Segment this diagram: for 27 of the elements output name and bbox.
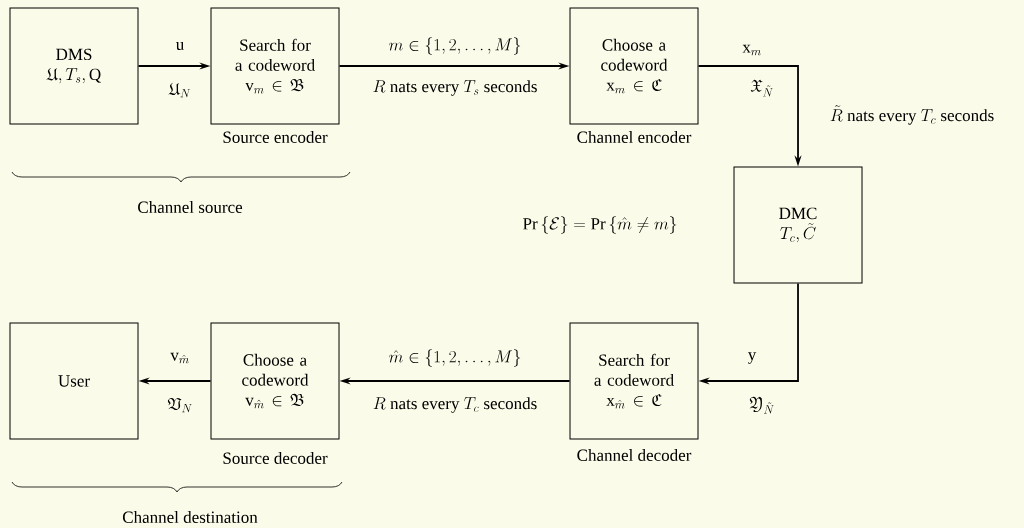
brace-label: Channel destination bbox=[122, 511, 258, 523]
edge-label: $\mathrm{y}$ bbox=[747, 352, 757, 364]
block-box: DMS $\mathfrak{U}, T_s, \mathrm{Q}$ bbox=[9, 7, 139, 125]
edge-label: $m \in \{1, 2, \ldots, M\}$ bbox=[389, 37, 521, 55]
brace-label: Channel source bbox=[138, 201, 243, 213]
math-label: $R\ \text{nats every}\ T_c\ \text{seconds}$ bbox=[373, 397, 537, 413]
block-box: Search for a codeword $\mathrm{x}_{\hat{m}} \in \mathfrak{C}$ bbox=[569, 322, 699, 440]
block-box: Search for a codeword $\mathrm{v}_m \in \mathfrak{B}$ bbox=[210, 7, 340, 125]
block-box: DMC $T_c, \tilde{C}$ bbox=[733, 166, 863, 284]
math-label: $R\ \text{nats every}\ T_s\ \text{seconds}$ bbox=[373, 80, 537, 96]
box-caption: Channel encoder bbox=[577, 131, 692, 143]
math-label: $\mathfrak{X}_{\tilde{N}}$ bbox=[750, 79, 773, 97]
math-label: $\mathfrak{V}_N$ bbox=[167, 397, 192, 413]
box-caption: Source encoder bbox=[223, 131, 328, 143]
edge-label: $\mathrm{u}$ bbox=[176, 42, 184, 50]
edge-label: $\hat{m} \in \{1, 2, \ldots, M\}$ bbox=[389, 349, 521, 367]
box-caption: Source decoder bbox=[223, 452, 328, 464]
edge-label: $\mathrm{x}_m$ bbox=[742, 44, 761, 56]
box-caption: Channel decoder bbox=[577, 449, 692, 461]
math-label: $\Pr\,\{\mathcal{E}\} = \Pr\,\{\hat{m} \neq m\}$ bbox=[523, 216, 677, 234]
block-box: User bbox=[9, 322, 139, 440]
math-label: $\mathfrak{U}_N$ bbox=[168, 82, 191, 98]
math-label: $\mathfrak{Y}_{\tilde{N}}$ bbox=[749, 396, 774, 414]
block-box: Choose a codeword $\mathrm{v}_{\hat{m}} \in \mathfrak{B}$ bbox=[210, 322, 340, 440]
math-label: $\tilde{R}\ \text{nats every}\ T_c\ \text{seconds}$ bbox=[830, 105, 994, 125]
edge-label: $\mathrm{v}_{\hat{m}}$ bbox=[170, 352, 189, 364]
block-box: Choose a codeword $\mathrm{x}_m \in \mathfrak{C}$ bbox=[569, 7, 699, 125]
